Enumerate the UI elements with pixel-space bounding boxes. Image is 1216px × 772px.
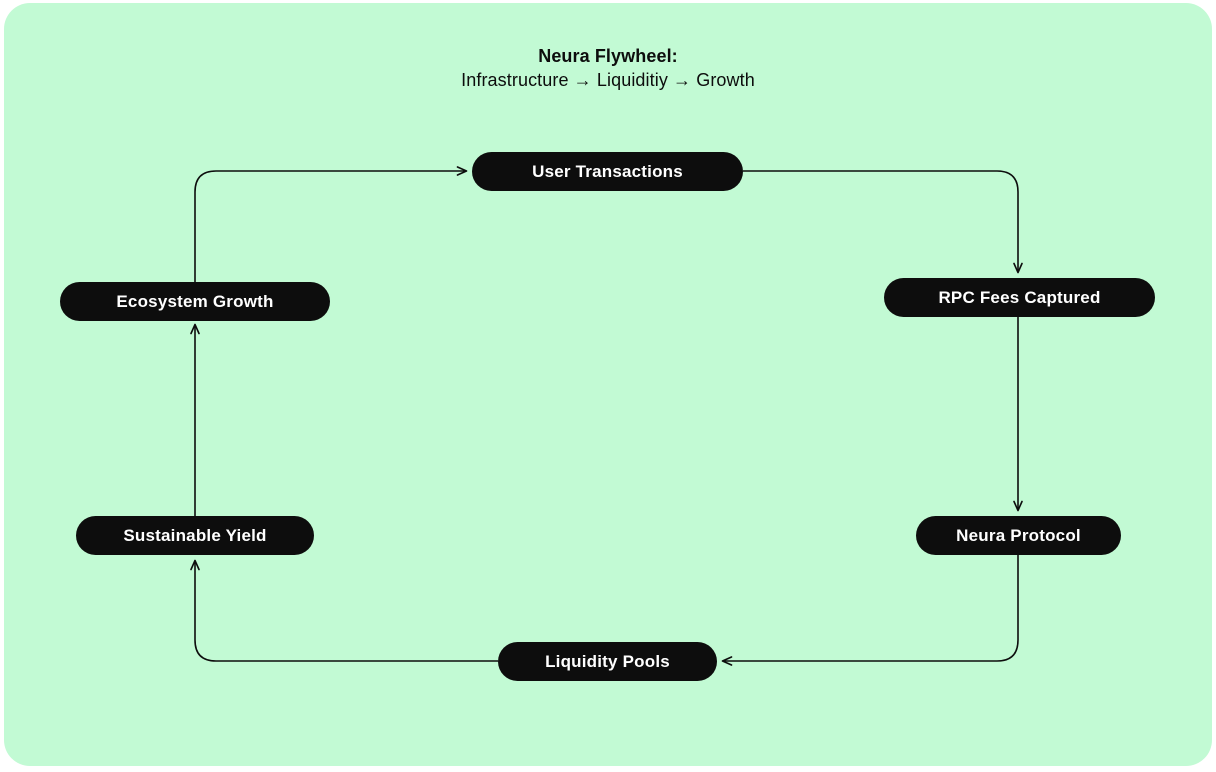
edge-user-transactions-to-rpc-fees: [743, 170, 1023, 274]
title-subtitle-text: Infrastructure → Liquiditiy → Growth: [461, 70, 755, 91]
node-ecosystem-growth-label: Ecosystem Growth: [116, 291, 274, 311]
node-sustainable-yield[interactable]: Sustainable Yield: [76, 516, 314, 555]
node-user-transactions-label: User Transactions: [532, 161, 683, 181]
diagram-title: Neura Flywheel: Infrastructure → Liquidi…: [0, 44, 1216, 93]
node-neura-protocol[interactable]: Neura Protocol: [916, 516, 1121, 555]
edge-ecosystem-growth-to-user-transactions: [194, 166, 468, 282]
edge-neura-protocol-to-liquidity-pools: [721, 555, 1019, 666]
node-rpc-fees-captured-label: RPC Fees Captured: [938, 287, 1101, 307]
title-main-text: Neura Flywheel:: [538, 46, 678, 66]
edge-liquidity-pools-to-sustainable-yield: [190, 559, 498, 662]
node-rpc-fees-captured[interactable]: RPC Fees Captured: [884, 278, 1155, 317]
node-user-transactions[interactable]: User Transactions: [472, 152, 743, 191]
node-neura-protocol-label: Neura Protocol: [956, 525, 1081, 545]
node-liquidity-pools[interactable]: Liquidity Pools: [498, 642, 717, 681]
diagram-board: [4, 3, 1212, 766]
node-ecosystem-growth[interactable]: Ecosystem Growth: [60, 282, 330, 321]
node-sustainable-yield-label: Sustainable Yield: [123, 525, 267, 545]
node-liquidity-pools-label: Liquidity Pools: [545, 651, 670, 671]
